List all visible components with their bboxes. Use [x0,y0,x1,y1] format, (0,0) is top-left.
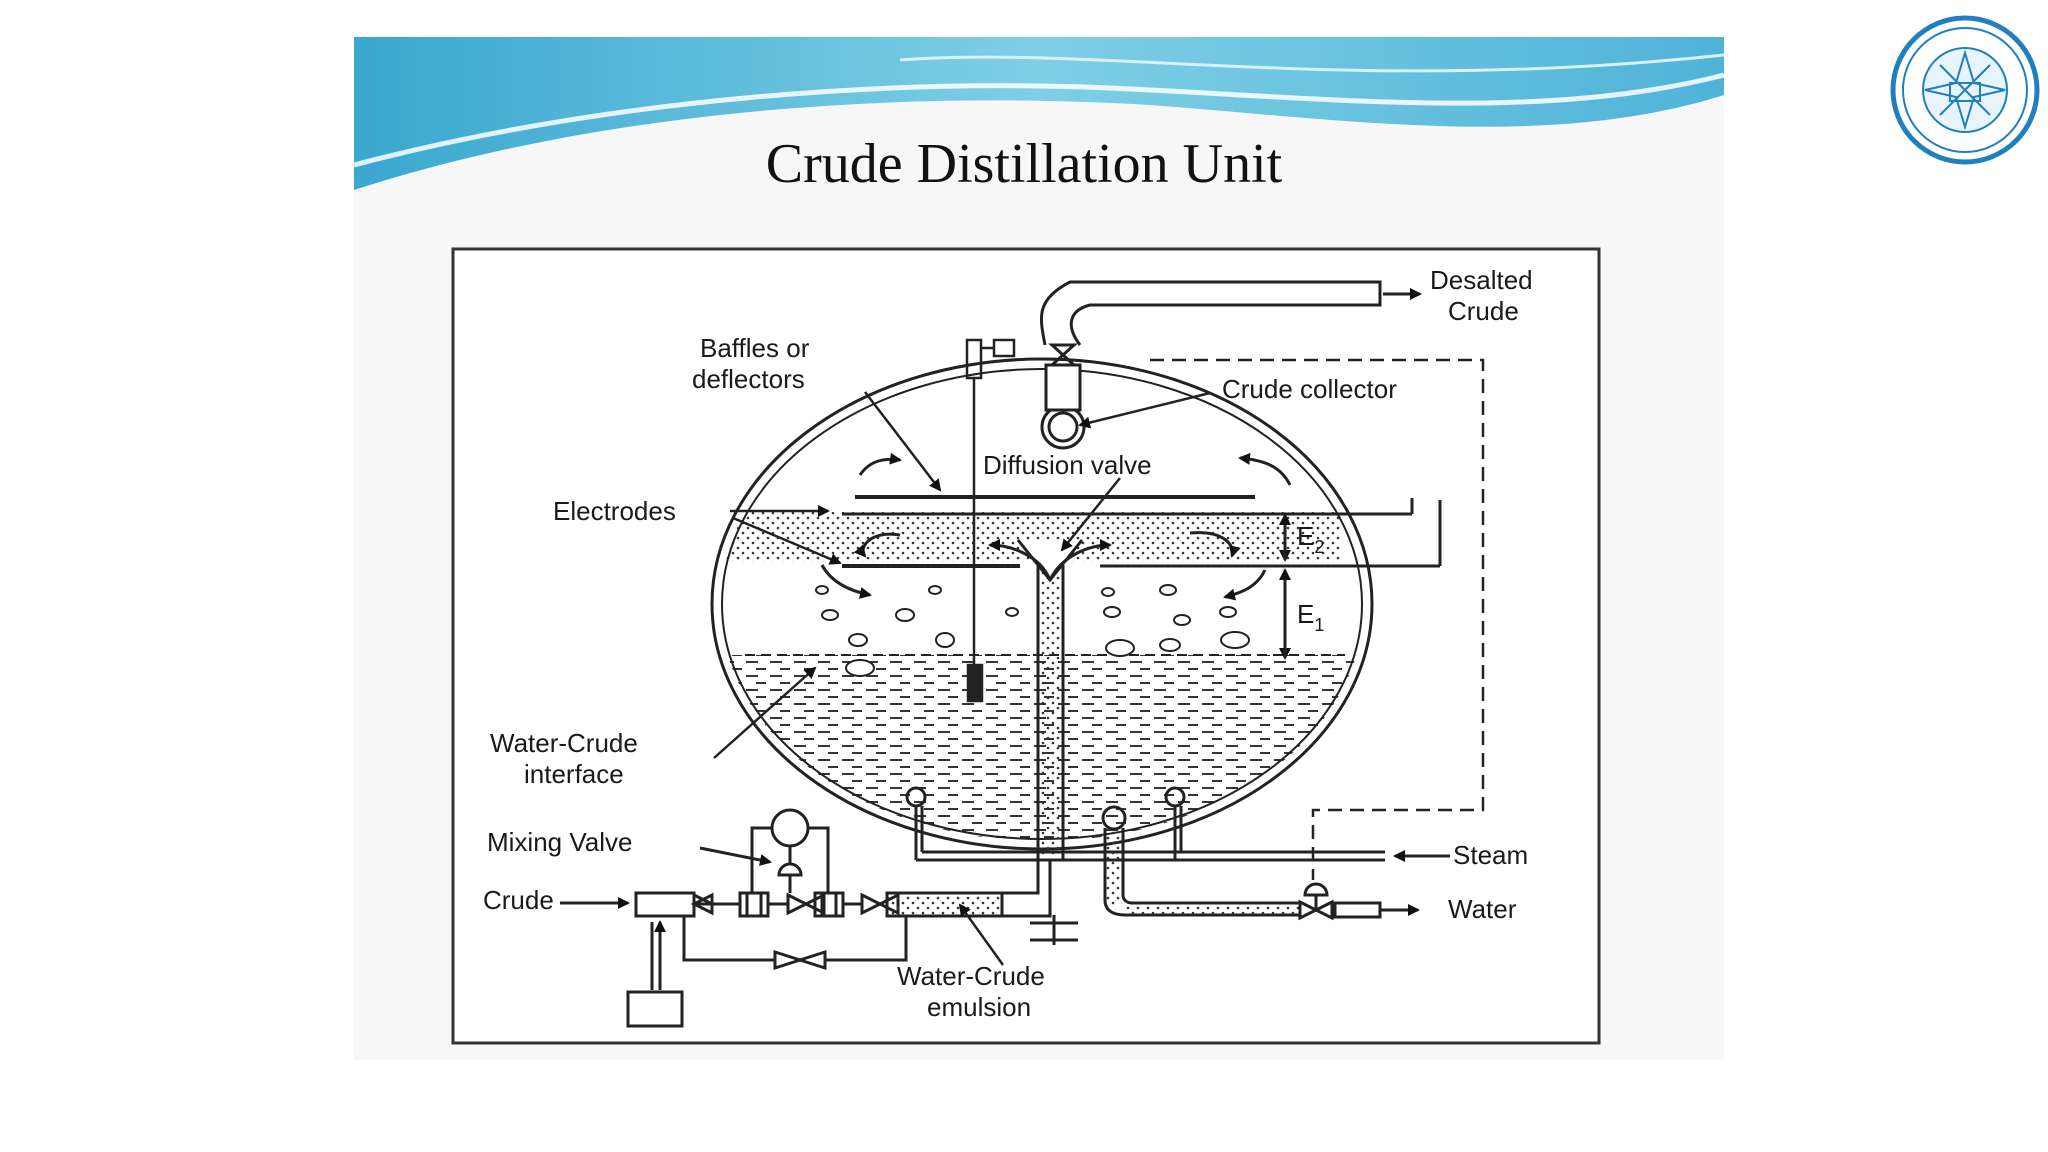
steam-line [905,786,1450,862]
control-signal-line [1150,358,1485,880]
crude-collector-label: Crude collector [1222,374,1397,404]
interface-label: Water-Crude [490,728,638,758]
page-title: Crude Distillation Unit [765,133,1283,195]
emulsion-label: Water-Crude [897,961,1045,991]
level-controller [965,338,1016,703]
water-droplets [815,584,1250,677]
diffusion-valve-label: Diffusion valve [983,450,1152,480]
crude-collector [1040,280,1422,450]
emulsion-label-line2: emulsion [927,992,1031,1022]
flow-arrows [820,452,1292,601]
electrodes-label: Electrodes [553,496,676,526]
electrodes [842,495,1442,568]
steam-label: Steam [1453,840,1528,870]
university-seal-icon [1890,15,2040,165]
interface-label-line2: interface [524,759,624,789]
e1-label: E1 [1297,599,1324,635]
baffles-label: Baffles or [700,333,810,363]
desalted-crude-label: Desalted [1430,265,1533,295]
header-wave [353,37,1725,190]
desalted-crude-label-line2: Crude [1448,296,1519,326]
crude-label: Crude [483,885,554,915]
water-label: Water [1448,894,1517,924]
e2-label: E2 [1297,521,1324,557]
baffles-label-line2: deflectors [692,364,805,394]
crude-inlet-line [560,808,1078,1028]
mixing-valve-label: Mixing Valve [487,827,632,857]
water-drain-line [1101,805,1420,921]
diagram-frame [451,247,1601,1045]
leader-lines [713,391,1211,966]
